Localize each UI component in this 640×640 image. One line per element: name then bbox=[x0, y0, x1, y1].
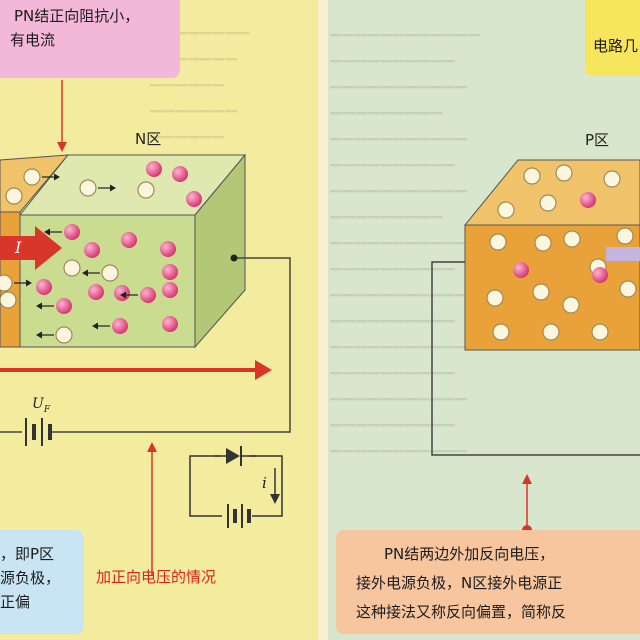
electron-carrier bbox=[36, 279, 52, 295]
hole-carrier bbox=[539, 194, 557, 212]
field-arrow-head bbox=[255, 360, 272, 380]
hole-carrier bbox=[23, 168, 41, 186]
current-arrow bbox=[0, 226, 62, 270]
electron-carrier bbox=[112, 318, 128, 334]
forward-bias-callout: PN结正向阻抗小， 有电流 bbox=[0, 0, 180, 78]
hole-carrier bbox=[563, 230, 581, 248]
callout-line: 源负极， bbox=[0, 569, 61, 587]
electron-carrier bbox=[64, 224, 80, 240]
hole-carrier bbox=[542, 323, 560, 341]
right-p-label: P区 bbox=[585, 131, 609, 149]
callout-line: 正偏 bbox=[0, 593, 31, 611]
motion-arrowhead bbox=[44, 228, 50, 236]
electron-carrier bbox=[592, 267, 608, 283]
callout-line: PN结两边外加反向电压， bbox=[384, 545, 555, 563]
motion-arrowhead bbox=[54, 173, 60, 181]
callout-line: 这种接法又称反向偏置，简称反 bbox=[356, 603, 567, 621]
hole-carrier bbox=[101, 264, 119, 282]
motion-arrowhead bbox=[82, 269, 88, 277]
right-carriers bbox=[486, 164, 637, 341]
circuit-wire bbox=[50, 257, 291, 433]
pointer-arrowhead bbox=[147, 442, 157, 452]
forward-bias-explanation: ，即P区 源负极， 正偏 bbox=[0, 530, 84, 634]
electron-carrier bbox=[580, 192, 596, 208]
motion-arrowhead bbox=[36, 331, 42, 339]
voltage-label: UF bbox=[32, 396, 51, 415]
hole-carrier bbox=[616, 227, 634, 245]
electron-carrier bbox=[88, 284, 104, 300]
hole-carrier bbox=[562, 296, 580, 314]
hole-carrier bbox=[591, 323, 609, 341]
electron-carrier bbox=[162, 264, 178, 280]
motion-arrowhead bbox=[26, 279, 32, 287]
hole-carrier bbox=[497, 201, 515, 219]
hole-carrier bbox=[79, 179, 97, 197]
hole-carrier bbox=[486, 289, 504, 307]
electron-carrier bbox=[146, 161, 162, 177]
callout-line: 接外电源负极，N区接外电源正 bbox=[356, 574, 563, 592]
callout-line: 有电流 bbox=[10, 31, 56, 49]
diode-icon bbox=[226, 448, 240, 464]
hole-carrier bbox=[603, 170, 621, 188]
right-p-top-face bbox=[463, 159, 640, 226]
hole-carrier bbox=[523, 167, 541, 185]
hole-carrier bbox=[619, 280, 637, 298]
hole-carrier bbox=[0, 291, 17, 309]
motion-arrowhead bbox=[110, 184, 116, 192]
hole-carrier bbox=[489, 233, 507, 251]
motion-arrowhead bbox=[92, 322, 98, 330]
electron-carrier bbox=[121, 232, 137, 248]
electron-carrier bbox=[140, 287, 156, 303]
hole-carrier bbox=[0, 274, 13, 292]
motion-arrowhead bbox=[36, 302, 42, 310]
callout-line: 电路几 bbox=[593, 37, 639, 55]
n-region-label: N区 bbox=[135, 130, 161, 148]
electron-carrier bbox=[162, 316, 178, 332]
motion-arrowhead bbox=[120, 291, 126, 299]
electron-carrier bbox=[513, 262, 529, 278]
hole-carrier bbox=[532, 283, 550, 301]
hole-carrier bbox=[492, 323, 510, 341]
electron-carrier bbox=[114, 285, 130, 301]
electron-carrier bbox=[84, 242, 100, 258]
electron-carrier bbox=[186, 191, 202, 207]
pointer-arrowhead bbox=[522, 474, 532, 484]
electron-carrier bbox=[160, 241, 176, 257]
hole-carrier bbox=[55, 326, 73, 344]
right-field-bar bbox=[606, 247, 640, 261]
electron-carrier bbox=[172, 166, 188, 182]
inset-current-arrowhead bbox=[270, 494, 280, 504]
hole-carrier bbox=[137, 181, 155, 199]
right-circuit-wire bbox=[431, 261, 640, 456]
hole-carrier bbox=[63, 259, 81, 277]
callout-line: ，即P区 bbox=[0, 545, 55, 563]
left-carriers bbox=[0, 161, 202, 344]
forward-bias-caption: 加正向电压的情况 bbox=[96, 568, 217, 586]
terminal-dot bbox=[230, 254, 238, 262]
callout-line: PN结正向阻抗小， bbox=[14, 7, 140, 25]
small-current-label: i bbox=[262, 474, 267, 492]
hole-carrier bbox=[5, 187, 23, 205]
reverse-bias-explanation: PN结两边外加反向电压， 接外电源负极，N区接外电源正 这种接法又称反向偏置，简… bbox=[336, 530, 640, 634]
n-region-side-face bbox=[194, 153, 246, 349]
reverse-circuit-callout: 电路几 bbox=[585, 0, 640, 76]
electron-carrier bbox=[56, 298, 72, 314]
hole-carrier bbox=[555, 164, 573, 182]
voltage-subscript: F bbox=[43, 405, 51, 415]
electron-carrier bbox=[162, 282, 178, 298]
current-label: I bbox=[14, 238, 22, 257]
pointer-arrowhead bbox=[57, 142, 67, 152]
hole-carrier bbox=[534, 234, 552, 252]
panel-gap bbox=[318, 0, 328, 640]
